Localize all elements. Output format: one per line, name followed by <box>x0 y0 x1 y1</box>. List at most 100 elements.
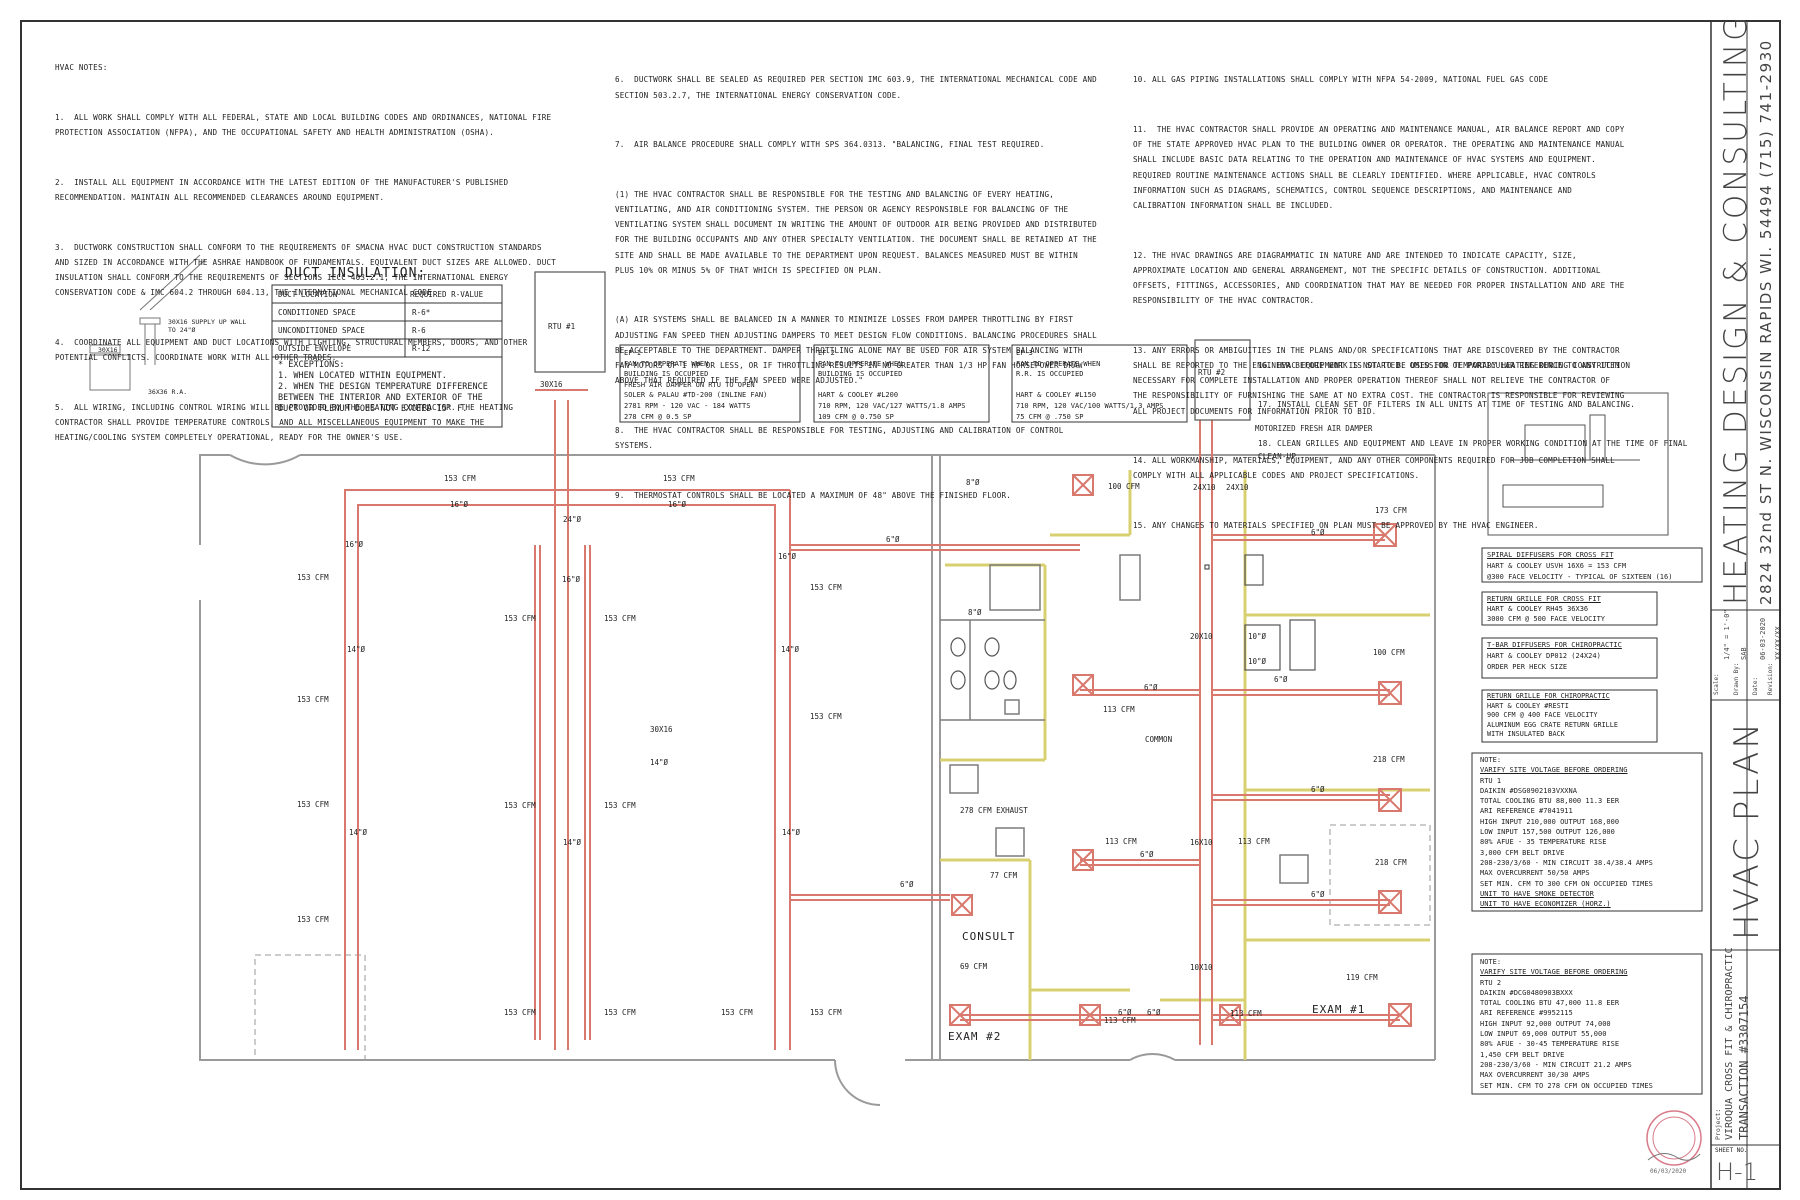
duct-size-label: 6"Ø <box>1140 850 1154 859</box>
project-label: Project: <box>1714 1108 1722 1140</box>
rtu-line: HIGH INPUT 92,000 OUTPUT 74,000 <box>1480 1019 1611 1028</box>
spec-line: HART & COOLEY USVH 16X6 = 153 CFM <box>1487 562 1627 570</box>
fresh-air-damper-label: MOTORIZED FRESH AIR DAMPER <box>1255 424 1373 433</box>
diffuser-symbol-mark <box>1072 474 1094 496</box>
spec-line: @300 FACE VELOCITY - TYPICAL OF SIXTEEN … <box>1487 573 1673 581</box>
smoke-detector-note: UNIT TO HAVE SMOKE DETECTOR <box>1480 889 1594 898</box>
duct-size-label: 14"Ø <box>349 828 368 837</box>
duct-size-label: 30X16 <box>650 725 673 734</box>
room-cfm-label: 113 CFM <box>1103 705 1135 714</box>
exception-item: 1. WHEN LOCATED WITHIN EQUIPMENT. <box>278 371 447 381</box>
drawn-by-value: SAB <box>1740 647 1748 660</box>
sheet-number: H-1 <box>1716 1158 1758 1186</box>
detail-supply-label: 30X16 SUPPLY UP WALL TO 24"Ø <box>168 318 247 334</box>
drawing-title: HVAC PLAN <box>1727 720 1767 940</box>
room-cfm-label: 218 CFM <box>1373 755 1405 764</box>
diffuser-symbol <box>1219 1004 1241 1026</box>
rtu-line: SET MIN. CFM TO 278 CFM ON OCCUPIED TIME… <box>1480 1081 1653 1090</box>
company-name: HEATING DESIGN & CONSULTING <box>1718 13 1754 605</box>
rtu-line: LOW INPUT 157,500 OUTPUT 126,000 <box>1480 828 1615 837</box>
fan-line: R.R. IS OCCUPIED <box>1016 370 1084 379</box>
fan-spec-ef3: EF-3 FAN TO OPPERATE WHEN R.R. IS OCCUPI… <box>1016 348 1188 422</box>
rtu-line: 208-230/3/60 - MIN CIRCUIT 38.4/38.4 AMP… <box>1480 858 1653 867</box>
fan-line: SOLER & PALAU #TD-200 (INLINE FAN) <box>624 391 768 400</box>
spec-line: HART & COOLEY #RESTI <box>1487 701 1569 710</box>
fan-line: HART & COOLEY #L150 <box>1016 391 1097 400</box>
spec-line: HART & COOLEY DP012 (24x24) <box>1487 652 1601 660</box>
duct-size-label: 6"Ø <box>1274 675 1288 684</box>
exam1-room-label: EXAM #1 <box>1312 1003 1366 1016</box>
note-item: 10. ALL GAS PIPING INSTALLATIONS SHALL C… <box>1133 75 1549 85</box>
ductwork <box>344 389 1412 1050</box>
cfm-153-label: 153 CFM <box>297 695 329 704</box>
duct-size-label: 14"Ø <box>782 828 801 837</box>
detail-return-label: 36X36 R.A. <box>148 388 188 396</box>
room-cfm-label: 173 CFM <box>1375 506 1407 515</box>
sheet-border <box>20 20 1781 1190</box>
room-cfm-label: 218 CFM <box>1375 858 1407 867</box>
rtu-line: ARI REFERENCE #7041911 <box>1480 807 1573 816</box>
scale-value: 1/4" = 1'-0" <box>1723 609 1731 660</box>
rtu1-label: RTU #1 <box>548 322 576 331</box>
note-item: 1. ALL WORK SHALL COMPLY WITH ALL FEDERA… <box>55 113 557 138</box>
fan-line: HART & COOLEY #L200 <box>818 391 899 400</box>
spec-line: 900 CFM @ 400 FACE VELOCITY <box>1487 711 1598 719</box>
diffuser-symbol <box>1378 681 1402 705</box>
rtu-line: RTU 2 <box>1480 978 1502 987</box>
note-item: 3. DUCTWORK CONSTRUCTION SHALL CONFORM T… <box>55 242 561 298</box>
spec-boxes <box>1471 547 1703 1095</box>
fan-line: FAN TO OPPERATE WHEN <box>1016 359 1101 368</box>
duct-size-label: 20X10 <box>1190 632 1213 641</box>
duct-size-label: 24X10 <box>1226 483 1249 492</box>
insulation-row-value: R-6 <box>412 326 426 335</box>
rtu1-size-label: 30X16 <box>540 380 563 389</box>
diffuser-symbol <box>1079 1004 1101 1026</box>
fan-line: 109 CFM @ 0.750 SP <box>818 412 894 421</box>
spec-title: T-BAR DIFFUSERS FOR CHIROPRACTIC <box>1487 641 1622 649</box>
toilet-fixtures <box>950 637 1017 690</box>
diffuser-symbol-mark <box>1072 674 1094 696</box>
room-cfm-label: 113 CFM <box>1104 1016 1136 1025</box>
revision-label: Revision: <box>1767 662 1774 695</box>
note-item: 14. ALL WORKMANSHIP, MATERIALS, EQUIPMEN… <box>1133 456 1620 481</box>
room-cfm-label: 113 CFM <box>1238 837 1270 846</box>
fan-line <box>818 380 990 391</box>
economizer-note: UNIT TO HAVE ECONOMIZER (HORZ.) <box>1480 900 1611 909</box>
verify-voltage: VARIFY SITE VOLTAGE BEFORE ORDERING <box>1480 968 1628 977</box>
duct-size-label: 16"Ø <box>562 575 581 584</box>
rtu-line: SET MIN. CFM TO 300 CFM ON OCCUPIED TIME… <box>1480 879 1653 888</box>
rtu-line: HIGH INPUT 210,000 OUTPUT 168,000 <box>1480 817 1620 826</box>
spec-return-crossfit: RETURN GRILLE FOR CROSS FIT HART & COOLE… <box>1487 594 1657 624</box>
exam2-room-label: EXAM #2 <box>948 1030 1002 1043</box>
rtu-line: TOTAL COOLING BTU 88,000 11.3 EER <box>1480 797 1620 806</box>
diffuser-symbol-mark <box>1378 890 1402 914</box>
spec-return-chiro: RETURN GRILLE FOR CHIROPRACTIC HART & CO… <box>1487 692 1657 740</box>
spec-title: RETURN GRILLE FOR CHIROPRACTIC <box>1487 692 1610 700</box>
diffuser-symbol <box>1072 674 1094 696</box>
spec-line: WITH INSULATED BACK <box>1487 730 1565 738</box>
duct-size-label: 6"Ø <box>1311 785 1325 794</box>
note-item: 8. THE HVAC CONTRACTOR SHALL BE RESPONSI… <box>615 425 1069 451</box>
duct-location-header: DUCT LOCATION <box>278 290 338 299</box>
cfm-153-label: 153 CFM <box>297 800 329 809</box>
hvac-notes-column-2: 6. DUCTWORK SHALL BE SEALED AS REQUIRED … <box>615 42 1100 537</box>
rtu2-label: RTU #2 <box>1198 368 1226 377</box>
duct-size-label: 6"Ø <box>1118 1008 1132 1017</box>
note-item: 6. DUCTWORK SHALL BE SEALED AS REQUIRED … <box>615 75 1102 100</box>
note-item: (A) AIR SYSTEMS SHALL BE BALANCED IN A M… <box>615 315 1102 386</box>
date-label: Date: <box>1752 676 1759 695</box>
cfm-153-label: 153 CFM <box>504 801 536 810</box>
fan-line: BUILDING IS OCCUPIED <box>818 370 903 379</box>
room-cfm-label: 77 CFM <box>990 871 1018 880</box>
duct-size-label: 6"Ø <box>1311 890 1325 899</box>
rtu1-spec-note: NOTE: VARIFY SITE VOLTAGE BEFORE ORDERIN… <box>1480 755 1705 909</box>
sheet-no-label: SHEET NO. <box>1715 1147 1748 1154</box>
duct-size-label: 10"Ø <box>1248 632 1267 641</box>
diffuser-symbol-mark <box>1072 849 1094 871</box>
diffuser-symbol <box>1373 523 1397 547</box>
duct-size-label: 6"Ø <box>1144 683 1158 692</box>
r-value-header: REQUIRED R-VALUE <box>410 290 484 299</box>
note-item: 13. ANY ERRORS OR AMBIGUITIES IN THE PLA… <box>1133 345 1630 416</box>
diffuser-symbol-mark <box>951 894 973 916</box>
